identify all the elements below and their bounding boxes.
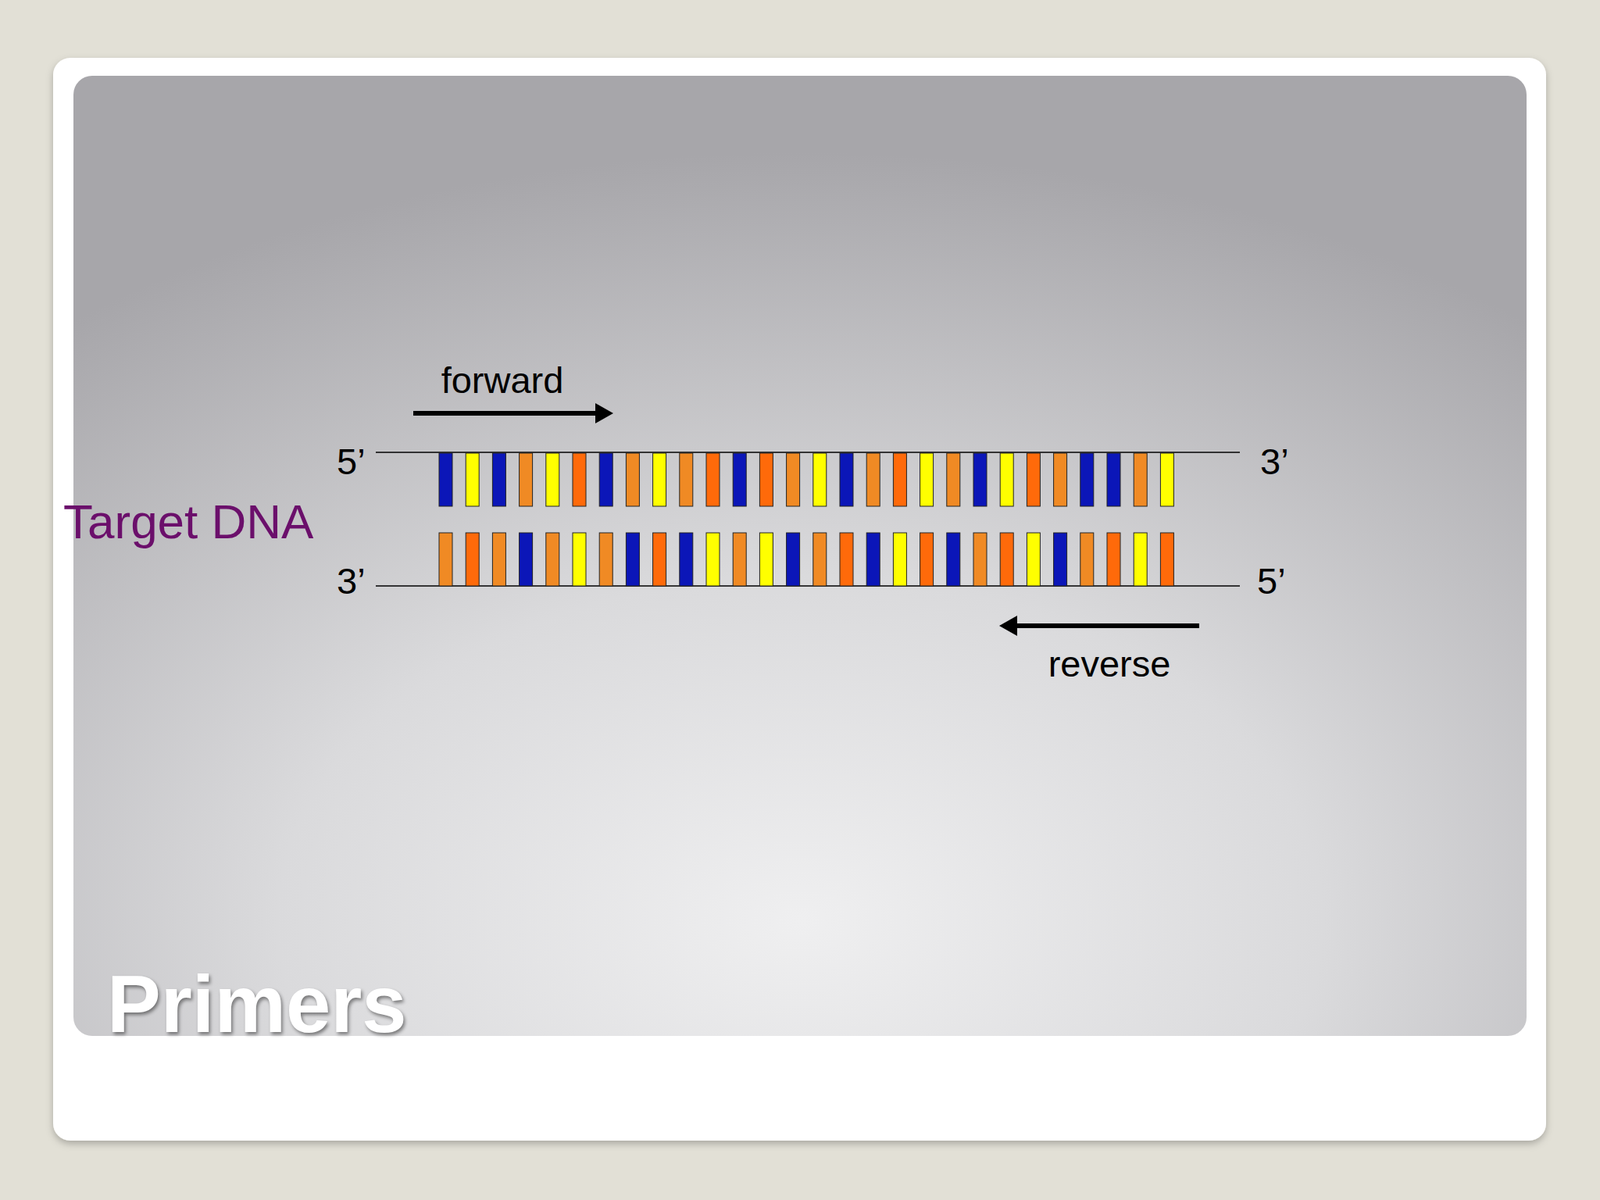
base-bar <box>546 532 560 586</box>
base-bar <box>465 532 479 586</box>
base-bar <box>759 532 773 586</box>
base-bar <box>1053 532 1068 586</box>
base-bar <box>679 453 693 507</box>
end-label: 5’ <box>336 442 366 480</box>
base-bar <box>973 453 987 507</box>
base-bar <box>786 453 800 507</box>
end-label: 5’ <box>1257 562 1286 600</box>
base-bar <box>572 453 586 507</box>
primer-arrow <box>1012 623 1200 629</box>
base-bar <box>572 532 586 586</box>
base-bar <box>679 532 693 586</box>
base-bar <box>706 532 720 586</box>
base-bar <box>759 453 773 507</box>
base-bar <box>1160 453 1174 507</box>
slide-title: Primers <box>107 964 408 1045</box>
base-bar <box>892 453 907 507</box>
base-bar <box>973 532 987 586</box>
slide-card <box>53 57 1547 1141</box>
primer-arrow <box>413 410 600 416</box>
base-bar <box>732 453 747 507</box>
base-bar <box>465 453 479 507</box>
base-bar <box>946 532 961 586</box>
arrow-head <box>999 615 1018 636</box>
base-bar <box>839 532 854 586</box>
base-bar <box>1000 453 1014 507</box>
dna-label: Target DNA <box>63 497 314 547</box>
base-bar <box>653 532 667 586</box>
base-bar <box>1107 453 1121 507</box>
base-bar <box>1000 532 1014 586</box>
base-bar <box>813 532 827 586</box>
base-bar <box>866 453 880 507</box>
base-bar <box>492 532 506 586</box>
base-bar <box>920 453 934 507</box>
base-bar <box>1080 532 1094 586</box>
base-bar <box>920 532 934 586</box>
end-label: 3’ <box>1260 442 1290 480</box>
base-bar <box>439 532 453 586</box>
base-bar <box>519 532 533 586</box>
base-bar <box>653 453 667 507</box>
base-bar <box>1080 453 1094 507</box>
base-bar <box>706 453 720 507</box>
base-bar <box>866 532 880 586</box>
base-bar <box>1133 453 1147 507</box>
base-bar <box>786 532 800 586</box>
base-bar <box>1107 532 1121 586</box>
base-bar <box>599 453 613 507</box>
base-bar <box>439 453 453 507</box>
base-bar <box>492 453 506 507</box>
primer-label: reverse <box>1048 645 1172 683</box>
base-bar <box>892 532 907 586</box>
base-bar <box>813 453 827 507</box>
base-bar <box>1026 532 1040 586</box>
base-bar <box>519 453 533 507</box>
base-bar <box>1053 453 1068 507</box>
base-bar <box>839 453 854 507</box>
end-label: 3’ <box>336 562 366 600</box>
base-bar <box>625 532 640 586</box>
primer-label: forward <box>441 361 565 399</box>
base-bar <box>732 532 747 586</box>
base-bar <box>1160 532 1174 586</box>
content-panel <box>73 75 1527 1036</box>
base-bar <box>546 453 560 507</box>
base-bar <box>599 532 613 586</box>
base-bar <box>1133 532 1147 586</box>
base-bar <box>1026 453 1040 507</box>
arrow-head <box>595 403 614 424</box>
base-bar <box>625 453 640 507</box>
base-bar <box>946 453 961 507</box>
base-pairs <box>439 453 1174 586</box>
